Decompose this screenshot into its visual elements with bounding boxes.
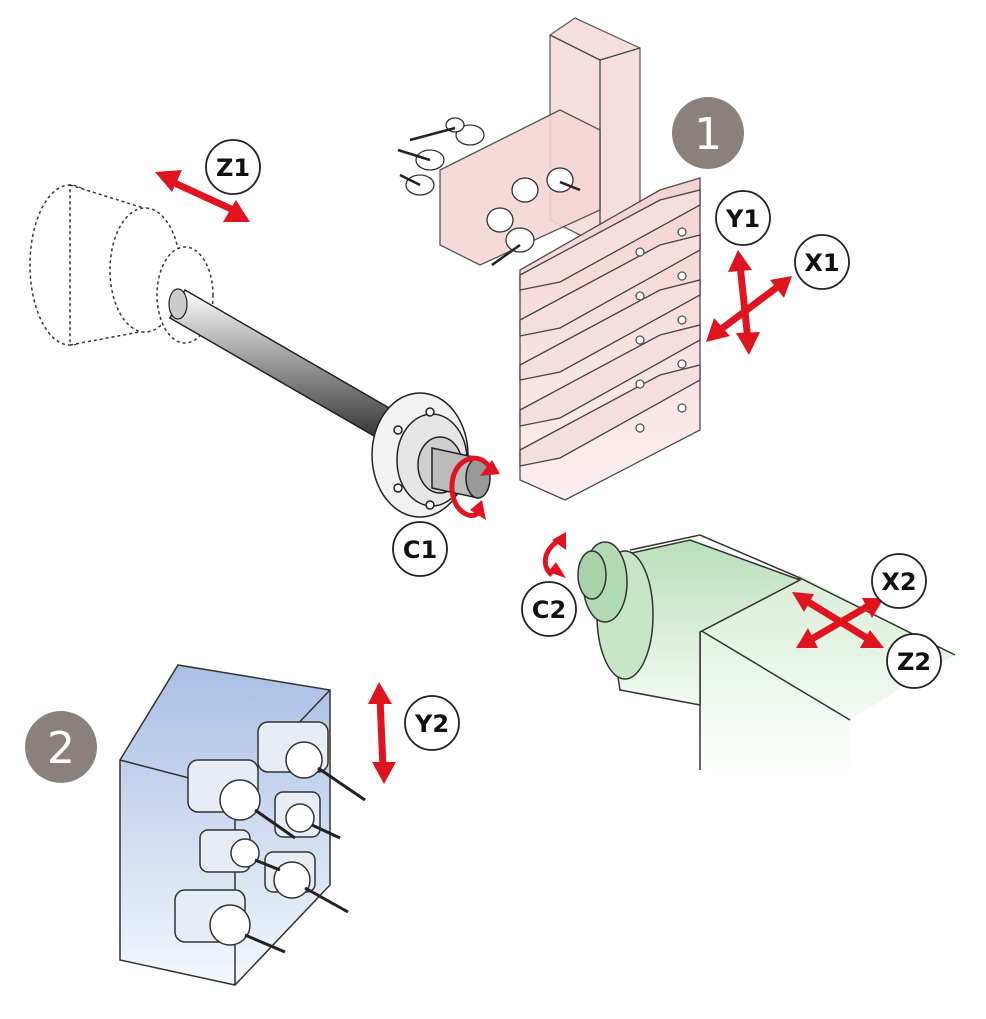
label-x2: X2	[871, 553, 927, 609]
y1-x1-arrows	[706, 250, 792, 355]
label-x1: X1	[794, 234, 850, 290]
x2-z2-arrows	[792, 592, 884, 648]
label-z2: Z2	[886, 633, 942, 689]
label-y2: Y2	[404, 695, 460, 751]
c2-arrow-tail-head	[548, 562, 566, 578]
label-c1-text: C1	[403, 536, 437, 564]
turret-1	[397, 17, 701, 501]
label-z2-text: Z2	[897, 648, 931, 676]
label-x1-text: X1	[804, 249, 839, 277]
unit-2-number: 2	[47, 723, 75, 774]
unit-1-number: 1	[694, 109, 722, 160]
z1-arrow	[155, 170, 250, 222]
label-z1: Z1	[205, 139, 261, 195]
label-x2-text: X2	[881, 568, 916, 596]
c2-arrow-head	[552, 532, 566, 550]
main-spindle-flange	[371, 392, 491, 518]
label-c2: C2	[521, 581, 577, 637]
tool-block-2	[119, 664, 366, 986]
unit-2-badge: 2	[25, 711, 97, 783]
label-y1-text: Y1	[725, 205, 760, 233]
unit-1-badge: 1	[672, 97, 744, 169]
sub-spindle	[577, 534, 956, 780]
c1-arrow-tail-head	[470, 500, 486, 520]
label-y2-text: Y2	[414, 710, 449, 738]
axis-arrows	[155, 170, 884, 784]
c1-arrow	[449, 455, 493, 518]
label-c2-text: C2	[532, 596, 566, 624]
y2-arrow	[368, 682, 396, 784]
main-spindle-shaft	[168, 288, 412, 450]
label-y1: Y1	[715, 190, 771, 246]
label-c1: C1	[392, 521, 448, 577]
c1-arrow-head	[480, 460, 500, 476]
label-z1-text: Z1	[216, 154, 250, 182]
